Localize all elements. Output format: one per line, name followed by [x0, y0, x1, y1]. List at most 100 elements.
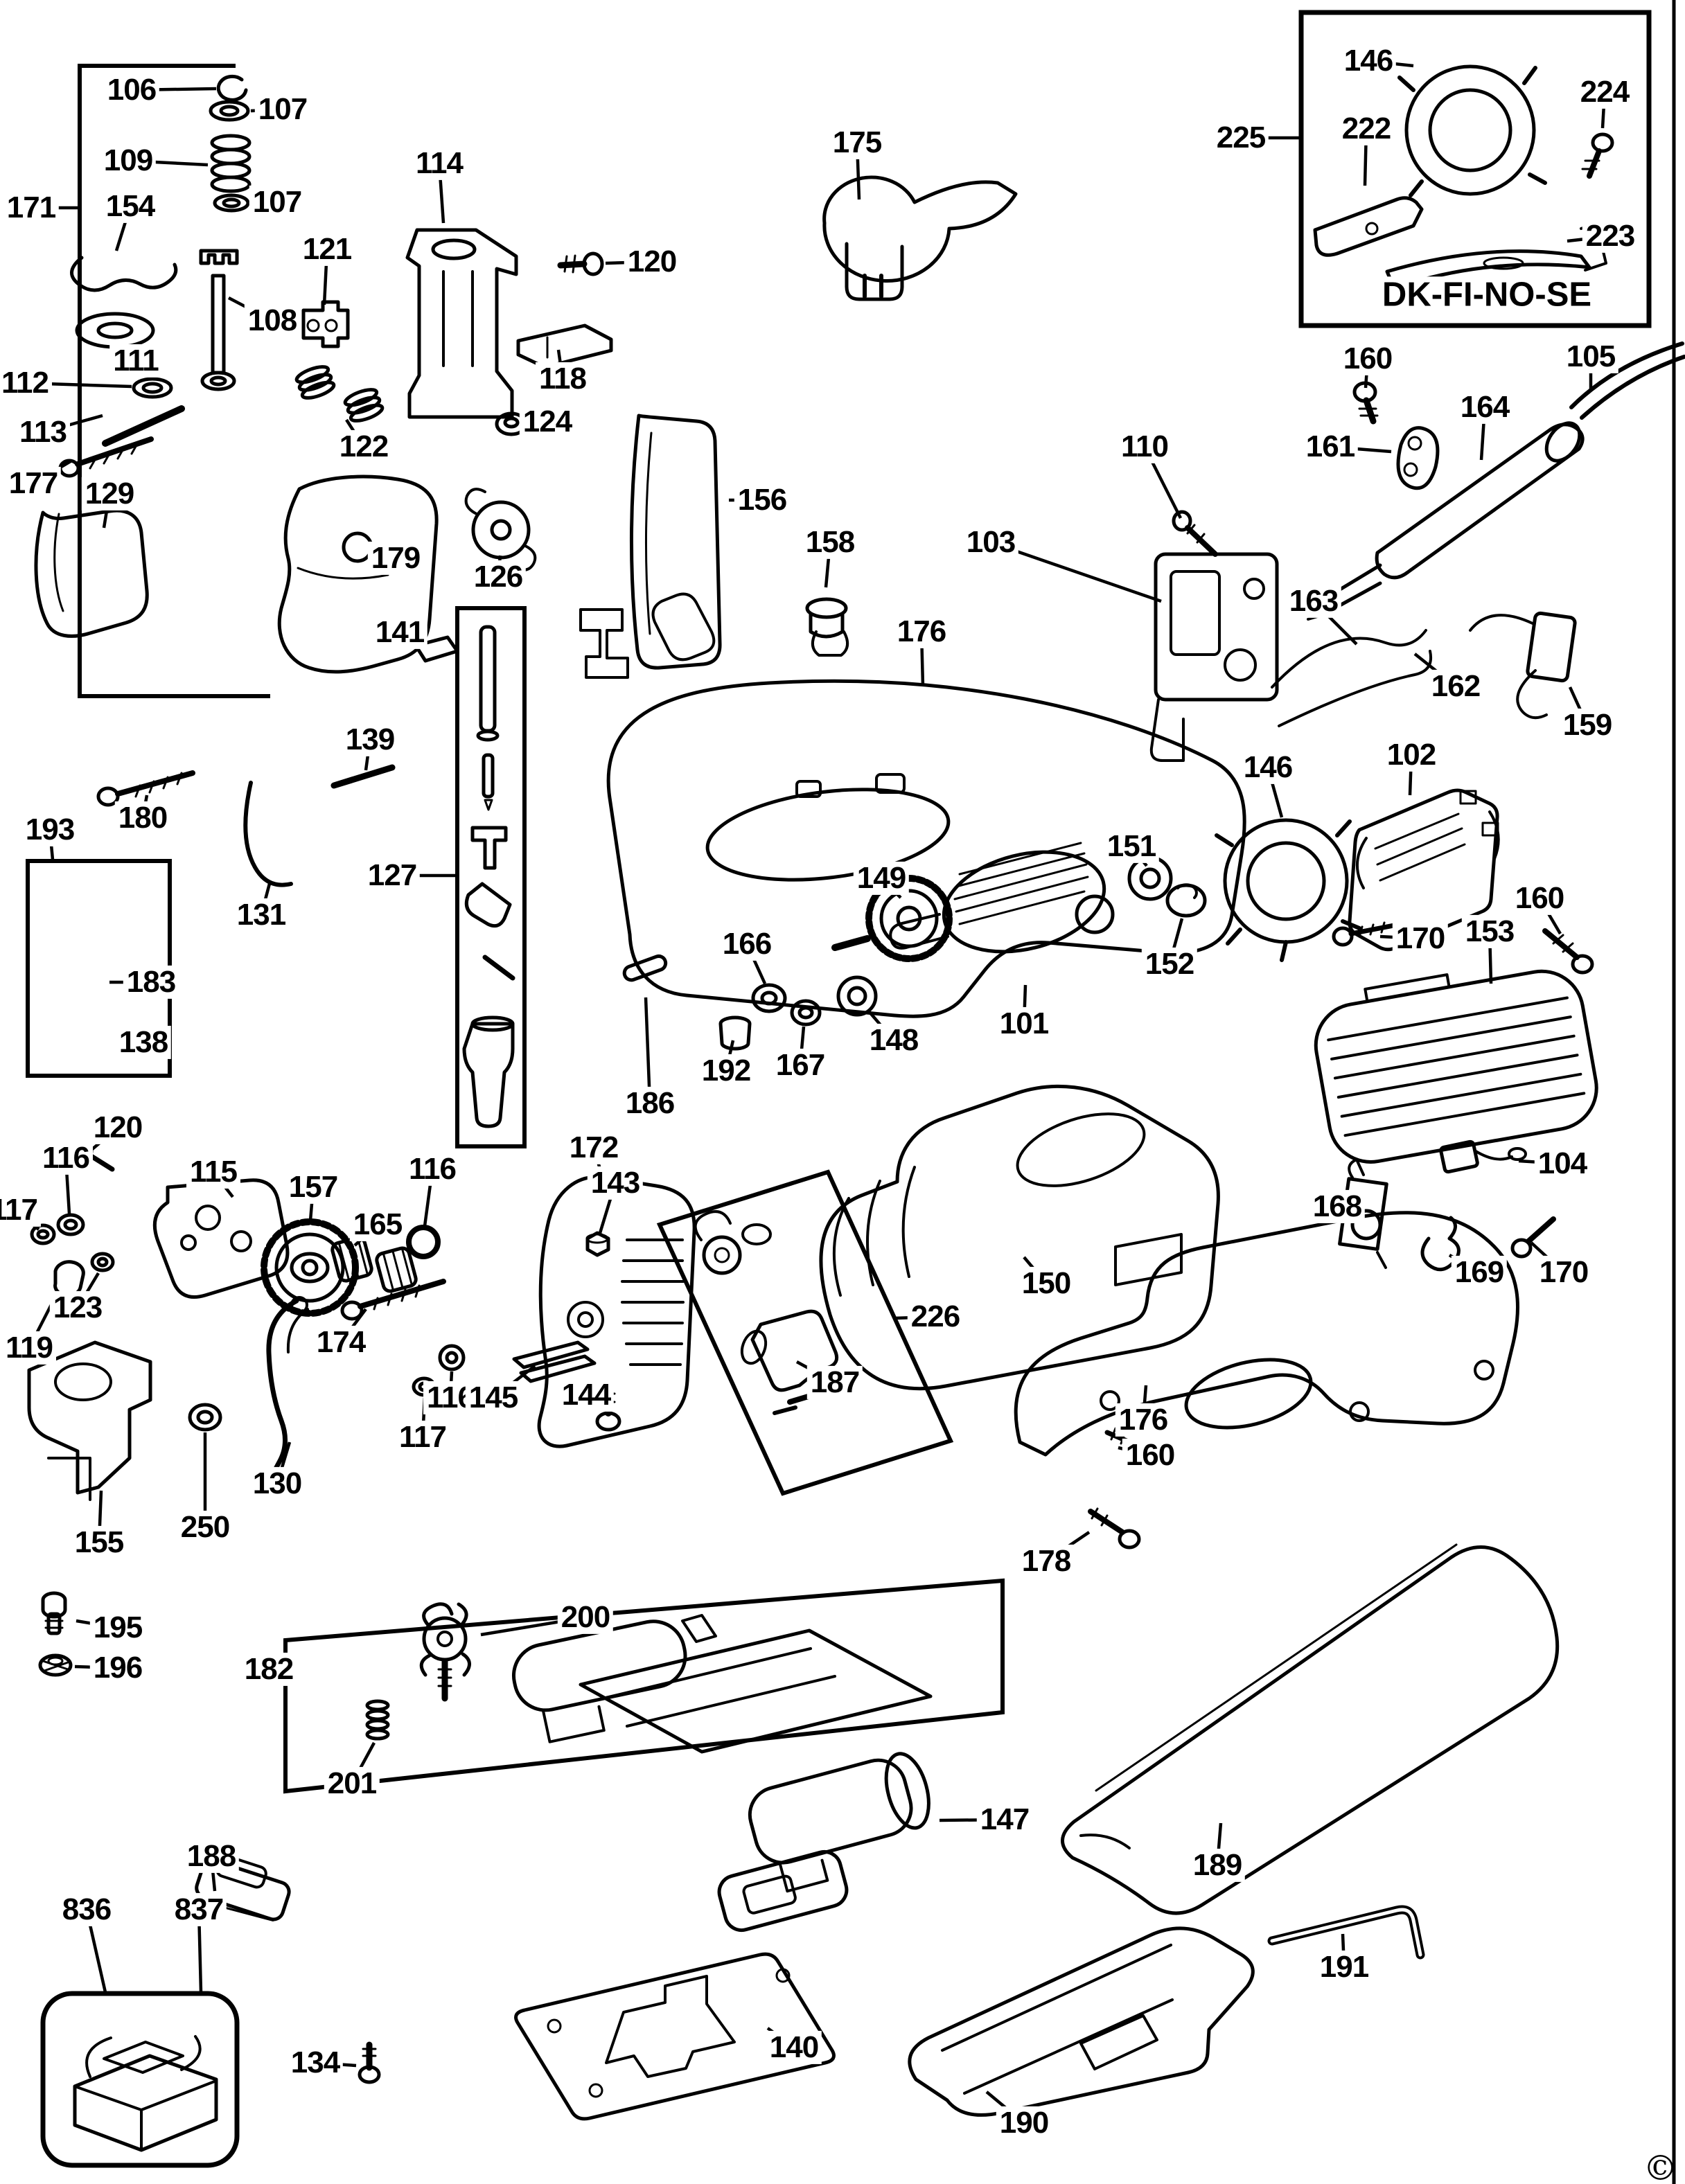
- sketch-plunger-parts: [34, 74, 252, 638]
- part-label-190: 190: [996, 2106, 1052, 2140]
- part-label-195: 195: [89, 1610, 146, 1645]
- part-label-161: 161: [1302, 429, 1359, 464]
- part-label-122: 122: [335, 429, 392, 464]
- group-box-182: [283, 1578, 1005, 1794]
- sketch-box226-contents: [694, 1210, 839, 1415]
- part-label-119: 119: [2, 1331, 56, 1365]
- part-label-153: 153: [1461, 914, 1518, 949]
- sketch-lift-frame-114: [294, 228, 613, 571]
- part-label-102: 102: [1383, 738, 1440, 772]
- part-label-120: 120: [624, 245, 680, 279]
- part-label-139: 139: [342, 722, 398, 757]
- part-label-837: 837: [170, 1892, 227, 1927]
- part-label-112: 112: [0, 366, 52, 400]
- part-label-108: 108: [244, 303, 301, 338]
- part-label-130: 130: [249, 1466, 306, 1501]
- part-label-105: 105: [1562, 339, 1619, 374]
- part-label-131: 131: [233, 898, 290, 932]
- part-label-163: 163: [1285, 584, 1342, 619]
- part-label-160: 160: [1339, 341, 1396, 376]
- part-label-107: 107: [254, 92, 311, 127]
- part-label-141: 141: [371, 615, 428, 650]
- part-label-147: 147: [976, 1802, 1033, 1837]
- part-label-158: 158: [802, 525, 858, 560]
- part-label-165: 165: [349, 1207, 406, 1242]
- part-label-116: 116: [39, 1141, 93, 1175]
- part-label-191: 191: [1316, 1950, 1373, 1985]
- part-label-201: 201: [324, 1766, 380, 1801]
- part-label-192: 192: [698, 1054, 755, 1088]
- part-label-134: 134: [287, 2045, 344, 2080]
- part-label-172: 172: [565, 1130, 622, 1165]
- part-label-166: 166: [718, 927, 775, 961]
- part-label-110: 110: [1118, 429, 1172, 464]
- part-label-145: 145: [465, 1380, 522, 1415]
- part-label-160: 160: [1122, 1438, 1179, 1473]
- part-label-169: 169: [1451, 1255, 1508, 1290]
- part-label-104: 104: [1534, 1146, 1591, 1181]
- part-label-836: 836: [58, 1892, 115, 1927]
- sketch-box127-contents: [462, 625, 515, 1128]
- part-label-225: 225: [1212, 121, 1269, 155]
- part-label-111: 111: [109, 344, 162, 378]
- group-box-225: [1298, 10, 1652, 328]
- part-label-129: 129: [81, 477, 138, 511]
- part-label-150: 150: [1018, 1266, 1075, 1301]
- part-label-©: ©: [1643, 2147, 1678, 2184]
- part-label-193: 193: [21, 813, 78, 847]
- part-label-224: 224: [1576, 75, 1633, 109]
- part-label-175: 175: [829, 125, 885, 160]
- part-label-183: 183: [123, 965, 179, 1000]
- leader-line-103: [990, 540, 1162, 603]
- part-label-188: 188: [183, 1839, 240, 1874]
- part-label-140: 140: [766, 2030, 822, 2065]
- part-label-159: 159: [1559, 708, 1616, 743]
- part-label-117: 117: [396, 1420, 450, 1455]
- part-label-146: 146: [1340, 44, 1397, 78]
- part-label-144: 144: [558, 1378, 615, 1412]
- assembly-bracket-171: [78, 64, 270, 698]
- sketch-top-housing-176: [606, 510, 1279, 1018]
- part-label-222: 222: [1338, 112, 1395, 146]
- part-label-171: 171: [3, 190, 60, 225]
- leader-line-186: [644, 997, 652, 1104]
- part-label-168: 168: [1309, 1189, 1366, 1224]
- part-label-123: 123: [49, 1290, 106, 1325]
- part-label-124: 124: [519, 405, 576, 439]
- part-label-116: 116: [405, 1152, 459, 1187]
- part-label-107: 107: [249, 185, 306, 220]
- part-label-120: 120: [89, 1110, 146, 1145]
- group-box-127: [455, 606, 527, 1148]
- part-label-178: 178: [1018, 1544, 1075, 1579]
- part-label-138: 138: [115, 1025, 172, 1060]
- group-box-226: [656, 1169, 954, 1496]
- part-label-189: 189: [1189, 1848, 1246, 1883]
- part-label-106: 106: [103, 73, 160, 107]
- part-label-127: 127: [364, 858, 421, 893]
- sketch-motor-housing-150: [819, 1084, 1556, 1391]
- sketch-box225-contents: [1313, 64, 1614, 290]
- part-label-167: 167: [772, 1048, 829, 1083]
- part-label-187: 187: [806, 1365, 863, 1400]
- part-label-152: 152: [1141, 947, 1198, 982]
- part-label-143: 143: [587, 1166, 644, 1200]
- part-label-117: 117: [0, 1193, 41, 1227]
- part-label-174: 174: [312, 1325, 369, 1360]
- part-label-118: 118: [536, 362, 590, 396]
- part-label-170: 170: [1392, 921, 1449, 956]
- part-label-154: 154: [102, 189, 159, 224]
- part-label-113: 113: [16, 415, 70, 450]
- part-label-250: 250: [177, 1510, 233, 1545]
- part-label-182: 182: [240, 1652, 297, 1687]
- part-label-DK-FI-NO-SE: DK-FI-NO-SE: [1378, 276, 1596, 314]
- part-label-109: 109: [100, 143, 157, 178]
- sketch-knob-gasket-group: [579, 175, 1018, 679]
- part-label-162: 162: [1427, 669, 1484, 704]
- sketch-gear-housing-179: [96, 474, 459, 887]
- part-label-179: 179: [367, 541, 424, 576]
- part-label-114: 114: [412, 146, 466, 181]
- part-label-157: 157: [285, 1170, 342, 1205]
- sketch-bottom-group: [73, 1211, 1560, 2152]
- part-label-146: 146: [1240, 750, 1296, 785]
